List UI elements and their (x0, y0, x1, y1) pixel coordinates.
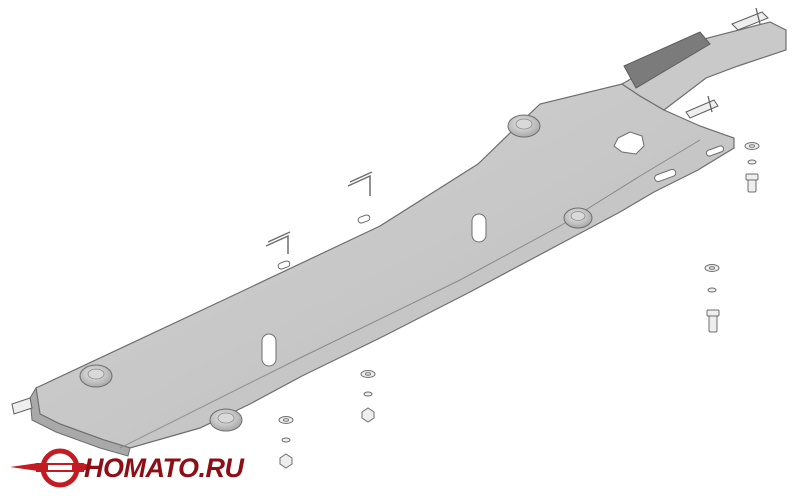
drain-hole (613, 131, 645, 155)
front-bracket (11, 397, 33, 415)
fastener-set-4 (278, 416, 294, 469)
plate-front-lip (29, 386, 131, 457)
lock-washer (363, 391, 373, 397)
fastener-set-3 (360, 370, 376, 423)
logo-wing-right (82, 463, 96, 471)
slot-2 (471, 213, 487, 243)
lock-washer (747, 159, 757, 165)
plate-crease (119, 139, 701, 449)
rear-bracket (731, 11, 769, 31)
plate-bosses (79, 114, 593, 432)
nut (361, 407, 375, 423)
bracket-1 (265, 231, 291, 254)
rear-extension-shadow (623, 31, 711, 89)
upper-brackets (265, 171, 373, 254)
nut (279, 453, 293, 469)
slot-5 (654, 168, 677, 183)
logo-wing-left (10, 463, 38, 471)
bracket-2 (347, 171, 373, 196)
logo-emblem (10, 448, 96, 488)
rear-extension (620, 21, 787, 111)
lock-washer (281, 437, 291, 443)
slot-4 (357, 214, 371, 224)
slot-6 (705, 145, 725, 157)
lock-washer (707, 287, 717, 293)
side-bracket-right (685, 99, 719, 119)
slot-1 (261, 333, 277, 367)
fastener-set-2 (704, 264, 720, 333)
fasteners (278, 142, 760, 469)
skid-plate (11, 7, 787, 457)
plate-openings (261, 131, 725, 367)
fastener-set-1 (744, 142, 760, 193)
slot-3 (277, 260, 291, 270)
logo-text: HOMATO.RU (84, 453, 244, 483)
